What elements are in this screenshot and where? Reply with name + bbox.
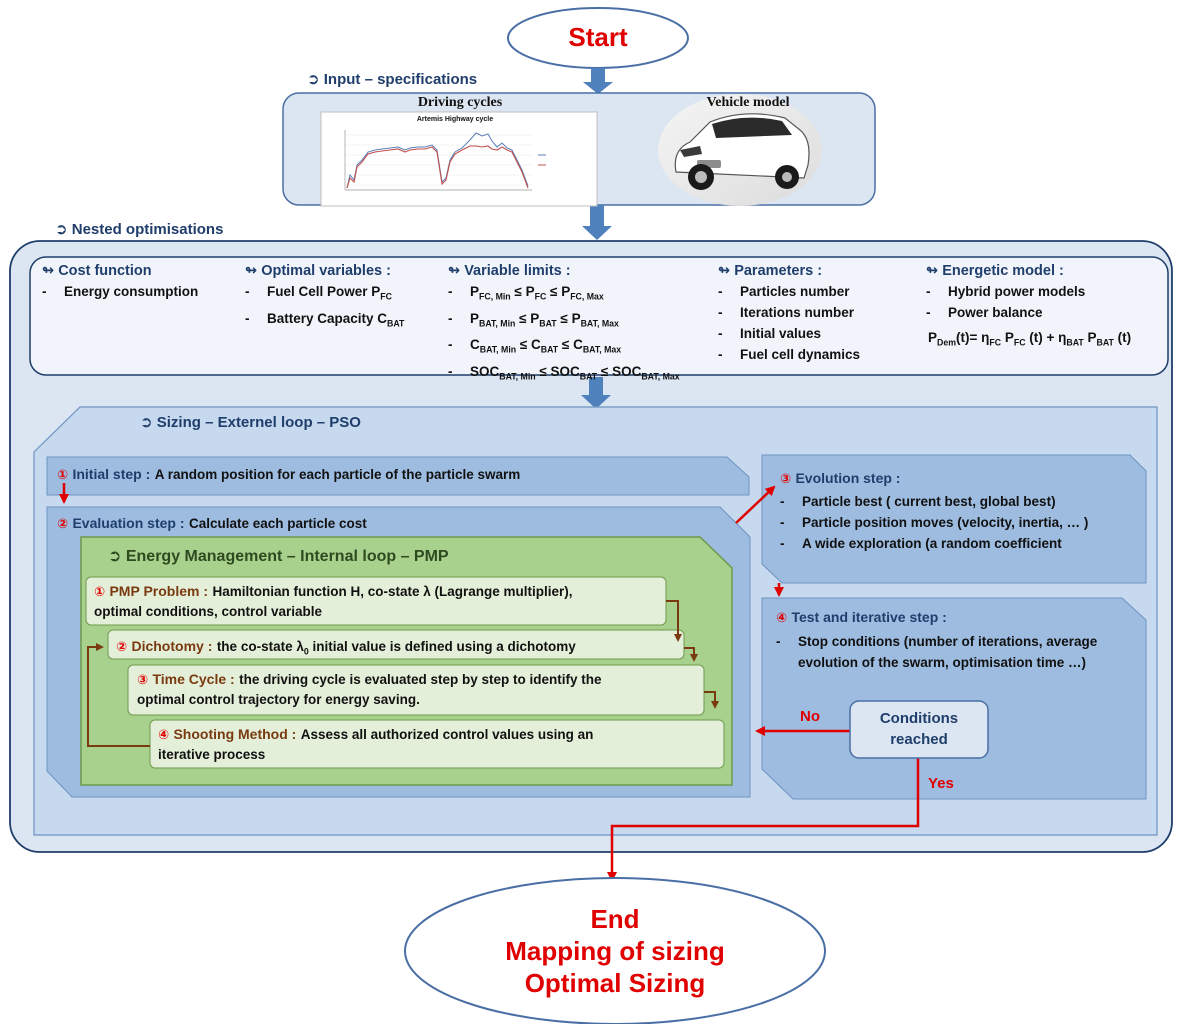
dichotomy-text: ② Dichotomy : the co-state λ0 initial va… xyxy=(116,638,576,657)
driving-cycle-chart xyxy=(320,111,598,207)
optimal-variables-head: Optimal variables : xyxy=(261,263,391,279)
driving-cycles-label: Driving cycles xyxy=(417,95,503,110)
chart-title: Artemis Highway cycle xyxy=(416,116,494,123)
list-item: -Fuel cell dynamics xyxy=(718,347,861,362)
end-ellipse xyxy=(404,877,826,1024)
limit-bat-power: -PBAT, Min ≤ PBAT ≤ PBAT, Max xyxy=(448,310,619,329)
flow-arrow-1 xyxy=(583,68,613,94)
list-item: -Particle position moves (velocity, iner… xyxy=(780,515,1089,530)
parameters-column: ↬ Parameters : -Particles number -Iterat… xyxy=(718,263,860,365)
time-cycle-text: ③ Time Cycle : the driving cycle is eval… xyxy=(137,671,602,707)
arrow-bullet-icon: ➲ xyxy=(140,414,153,431)
optimal-variables-column: ↬ Optimal variables : -Fuel Cell Power P… xyxy=(245,263,404,334)
conditions-box xyxy=(849,700,989,759)
limit-bat-capacity: -CBAT, Min ≤ CBAT ≤ CBAT, Max xyxy=(448,337,622,356)
cost-function-head: Cost function xyxy=(58,263,152,279)
variable-limits-column: ↬ Variable limits : -PFC, Min ≤ PFC ≤ PF… xyxy=(448,263,680,388)
limit-fc: -PFC, Min ≤ PFC ≤ PFC, Max xyxy=(448,284,604,302)
sizing-title: ➲ Sizing – Externel loop – PSO xyxy=(140,414,361,431)
arrow-bullet-icon: ➲ xyxy=(55,221,68,238)
list-item: evolution of the swarm, optimisation tim… xyxy=(798,655,1087,670)
arrow-bullet-icon: ➲ xyxy=(108,548,122,565)
shooting-method-text: ④ Shooting Method : Assess all authorize… xyxy=(158,726,594,762)
red-flow-arrows xyxy=(59,483,920,882)
variable-limits-head: Variable limits : xyxy=(464,263,571,279)
energetic-model-column: ↬ Energetic model : -Hybrid power models… xyxy=(926,263,1085,323)
initial-step-text: ① Initial step : A random position for e… xyxy=(57,466,521,482)
time-cycle-box xyxy=(127,664,705,716)
evaluation-step-text: ② Evaluation step : Calculate each parti… xyxy=(57,515,367,531)
pmp-connectors xyxy=(87,600,719,747)
limit-soc: -SOCBAT, Min ≤ SOCBAT ≤ SOCBAT, Max xyxy=(448,364,680,382)
bullet-arrow-icon: ↬ xyxy=(448,263,461,279)
evolution-step-text: ③ Evolution step : -Particle best ( curr… xyxy=(780,470,1088,554)
list-item: -A wide exploration (a random coefficien… xyxy=(780,536,1062,551)
bullet-arrow-icon: ↬ xyxy=(42,263,55,279)
vehicle-model-label: Vehicle model xyxy=(706,95,790,110)
shooting-method-box xyxy=(149,719,725,769)
list-item: -Stop conditions (number of iterations, … xyxy=(776,634,1098,649)
parameters-box xyxy=(29,256,1169,376)
list-item: -Initial values xyxy=(718,326,822,341)
power-balance-equation: PDem(t)= ηFC PFC (t) + ηBAT PBAT (t) xyxy=(928,330,1132,348)
flow-arrow-3 xyxy=(581,377,611,409)
parameters-head: Parameters : xyxy=(734,263,823,279)
evolution-step-box xyxy=(761,454,1147,584)
nested-title: ➲ Nested optimisations xyxy=(55,221,224,238)
dichotomy-box xyxy=(107,629,685,660)
conditions-label: Conditions reached xyxy=(879,710,959,748)
pmp-problem-text: ① PMP Problem : Hamiltonian function H, … xyxy=(94,583,573,619)
energetic-model-head: Energetic model : xyxy=(942,263,1064,279)
list-item: -Particles number xyxy=(718,284,850,299)
vehicle-illustration xyxy=(658,94,822,206)
list-item: -Iterations number xyxy=(718,305,855,320)
list-item: -Particle best ( current best, global be… xyxy=(780,494,1056,509)
cost-function-column: ↬ Cost function -Energy consumption xyxy=(42,263,198,302)
start-label: Start xyxy=(568,22,628,52)
bullet-arrow-icon: ↬ xyxy=(718,263,731,279)
energy-management-title: ➲ Energy Management – Internal loop – PM… xyxy=(108,548,449,565)
no-label: No xyxy=(800,708,820,725)
list-item: -Hybrid power models xyxy=(926,284,1086,299)
bullet-arrow-icon: ↬ xyxy=(926,263,939,279)
list-item: -Power balance xyxy=(926,305,1043,320)
bullet-arrow-icon: ↬ xyxy=(245,263,258,279)
input-title: ➲ Input – specifications xyxy=(307,71,478,88)
test-step-text: ④ Test and iterative step : -Stop condit… xyxy=(776,609,1097,673)
yes-label: Yes xyxy=(928,775,954,792)
arrow-bullet-icon: ➲ xyxy=(307,71,320,88)
list-item: -Battery Capacity CBAT xyxy=(245,310,405,329)
end-label: End Mapping of sizing Optimal Sizing xyxy=(505,904,725,998)
flow-arrow-2 xyxy=(582,205,612,240)
list-item: -Fuel Cell Power PFC xyxy=(245,284,392,302)
initial-step-box xyxy=(46,456,750,496)
list-item: -Energy consumption xyxy=(42,284,199,299)
